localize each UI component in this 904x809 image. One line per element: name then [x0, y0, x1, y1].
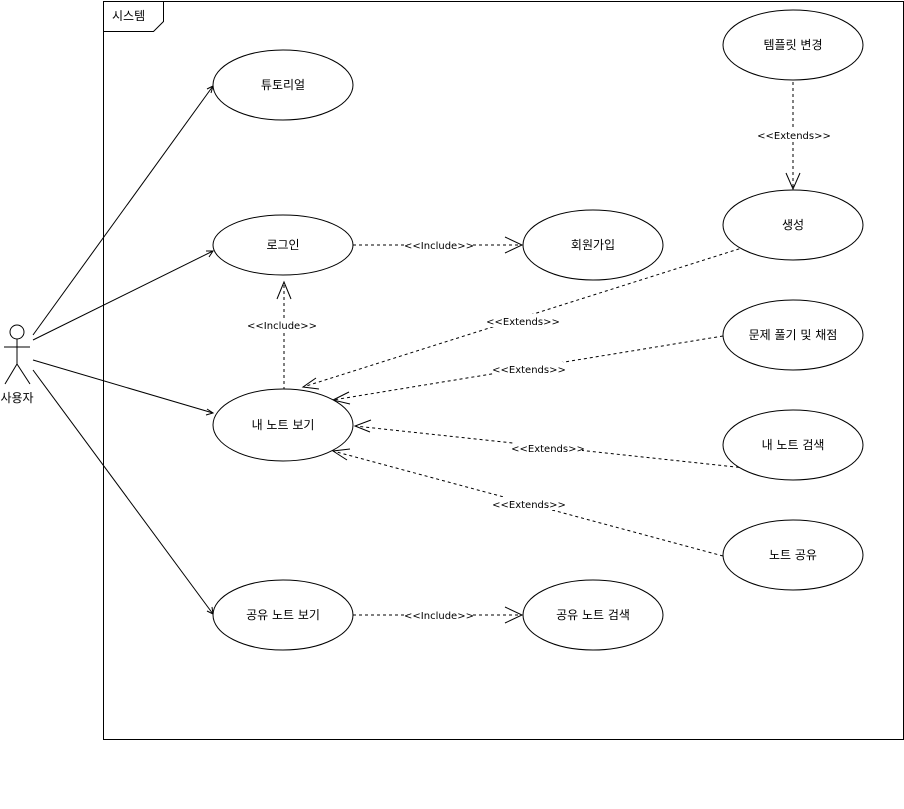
usecase-solve-grade[interactable] — [722, 299, 864, 371]
stereo-shared-search: <<Include>> — [404, 611, 474, 622]
usecase-solve-grade-label: 문제 풀기 및 채점 — [749, 328, 838, 342]
usecase-tutorial-label: 튜토리얼 — [261, 78, 305, 92]
usecase-template-change[interactable] — [722, 9, 864, 81]
usecase-my-search[interactable] — [722, 409, 864, 481]
usecase-my-search-label: 내 노트 검색 — [762, 438, 825, 452]
dependency-arrowheads — [276, 172, 801, 624]
usecase-shared-search[interactable] — [522, 579, 664, 651]
usecase-login-label: 로그인 — [266, 238, 299, 252]
usecase-signup-label: 회원가입 — [571, 238, 615, 252]
usecase-shared-notes[interactable] — [212, 579, 354, 651]
usecase-create-label: 생성 — [782, 218, 804, 232]
stereo-solve-mynotes: <<Extends>> — [492, 365, 566, 376]
stereo-mynotes-login: <<Include>> — [247, 321, 317, 332]
usecase-template-change-label: 템플릿 변경 — [763, 38, 822, 52]
stereo-template-create: <<Extends>> — [757, 131, 831, 142]
system-tab — [103, 1, 164, 32]
actor-label: 사용자 — [0, 391, 33, 405]
system-label: 시스템 — [112, 9, 145, 23]
stereo-search-mynotes: <<Extends>> — [511, 444, 585, 455]
usecase-my-notes-label: 내 노트 보기 — [252, 418, 315, 432]
stereotype-labels: <<Include>> <<Include>> <<Include>> <<Ex… — [247, 128, 831, 622]
usecase-shared-search-label: 공유 노트 검색 — [556, 608, 630, 622]
usecase-shared-notes-label: 공유 노트 보기 — [246, 608, 320, 622]
usecase-my-notes[interactable] — [212, 388, 354, 462]
usecase-signup[interactable] — [522, 209, 664, 281]
usecase-login[interactable] — [212, 214, 354, 276]
actor-figure — [4, 324, 31, 385]
stereo-login-signup: <<Include>> — [404, 241, 474, 252]
usecase-tutorial[interactable] — [212, 49, 354, 121]
usecase-share-note-label: 노트 공유 — [769, 548, 817, 562]
usecase-share-note[interactable] — [722, 519, 864, 591]
stereo-create-mynotes: <<Extends>> — [486, 317, 560, 328]
stereo-share-mynotes: <<Extends>> — [492, 500, 566, 511]
actor-associations — [32, 85, 215, 615]
usecase-create[interactable] — [722, 189, 864, 261]
